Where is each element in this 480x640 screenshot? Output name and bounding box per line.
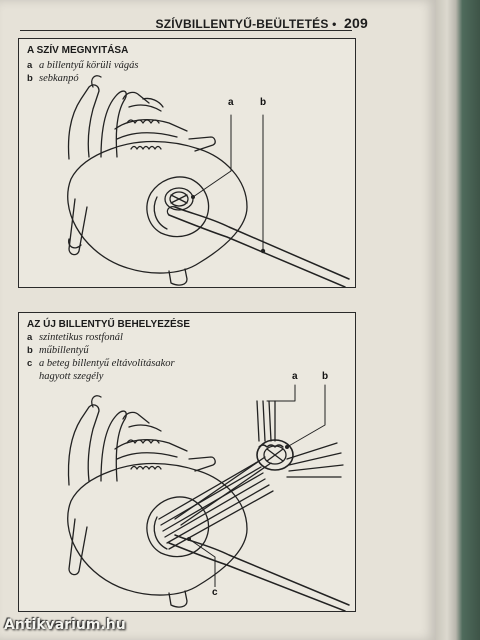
book-edge: [436, 0, 480, 640]
callout-c: c: [210, 587, 220, 598]
legend-text: szintetikus rostfonál: [39, 332, 123, 343]
heart-illustration-1: [67, 75, 350, 287]
legend-item: c a beteg billentyű eltávolításakor: [27, 357, 175, 370]
legend-item: b sebkanpó: [27, 72, 138, 85]
running-head-title: SZÍVBILLENTYŰ-BEÜLTETÉS: [155, 17, 329, 31]
legend-letter: b: [27, 345, 33, 356]
legend-item: a szintetikus rostfonál: [27, 331, 175, 344]
legend-letter: a: [27, 332, 33, 343]
figure-title: A SZÍV MEGNYITÁSA: [27, 45, 129, 56]
running-head-separator: •: [332, 17, 337, 31]
legend-text: műbillentyű: [39, 345, 89, 356]
figure-open-heart: A SZÍV MEGNYITÁSA a a billentyű körüli v…: [18, 38, 356, 288]
legend-text: hagyott szegély: [39, 371, 104, 382]
book-page: SZÍVBILLENTYŰ-BEÜLTETÉS • 209 A SZÍV MEG…: [0, 0, 436, 640]
legend-text: sebkanpó: [39, 73, 79, 84]
figure-legend: a a billentyű körüli vágás b sebkanpó: [27, 59, 138, 85]
page-number: 209: [344, 15, 368, 31]
callout-a: a: [290, 371, 300, 382]
legend-text: a beteg billentyű eltávolításakor: [39, 358, 175, 369]
callout-b: b: [320, 371, 331, 382]
figure-legend: a szintetikus rostfonál b műbillentyű c …: [27, 331, 175, 383]
legend-item: a a billentyű körüli vágás: [27, 59, 138, 72]
legend-item: b műbillentyű: [27, 344, 175, 357]
watermark: Antikvarium.hu: [4, 617, 126, 633]
figure-title: AZ ÚJ BILLENTYŰ BEHELYEZÉSE: [27, 319, 190, 330]
legend-item-continuation: hagyott szegély: [27, 370, 175, 383]
legend-letter: c: [27, 358, 33, 369]
legend-letter: a: [27, 60, 33, 71]
legend-text: a billentyű körüli vágás: [39, 60, 139, 71]
running-head: SZÍVBILLENTYŰ-BEÜLTETÉS • 209: [155, 15, 368, 31]
header-rule: [20, 30, 352, 31]
figure-new-valve: AZ ÚJ BILLENTYŰ BEHELYEZÉSE a szintetiku…: [18, 312, 356, 612]
callout-a: a: [226, 97, 236, 108]
heart-illustration-2: [67, 384, 350, 611]
callout-b: b: [258, 97, 269, 108]
legend-letter: b: [27, 73, 33, 84]
